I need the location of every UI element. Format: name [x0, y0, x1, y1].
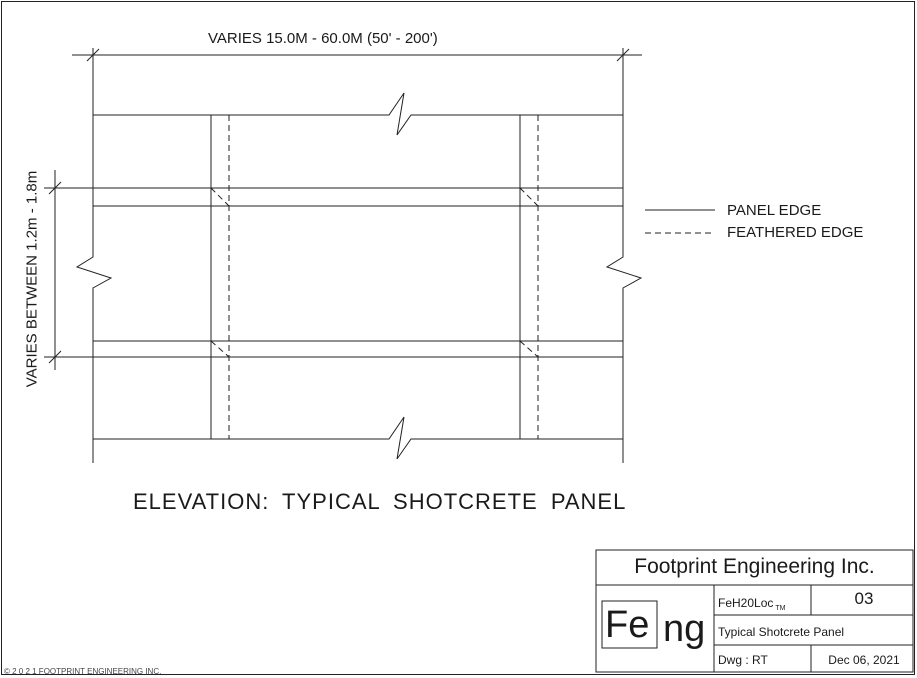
bottom-edge-break-line: [93, 416, 623, 460]
title-block-company: Footprint Engineering Inc.: [634, 555, 875, 578]
product-trademark: TM: [775, 605, 786, 612]
drawing-caption: ELEVATION: TYPICAL SHOTCRETE PANEL: [133, 489, 627, 514]
feathered-corner-bl: [210, 340, 230, 358]
width-dimension-label: VARIES 15.0M - 60.0M (50' - 200'): [208, 30, 438, 47]
copyright-footer: © 2 0 2 1 FOOTPRINT ENGINEERING INC.: [4, 667, 162, 676]
feathered-corner-br: [519, 340, 539, 358]
legend-panel-edge-label: PANEL EDGE: [727, 202, 822, 219]
legend-feathered-edge-label: FEATHERED EDGE: [727, 224, 864, 241]
feathered-corner-tr: [519, 187, 539, 207]
title-block-description: Typical Shotcrete Panel: [718, 625, 845, 639]
title-block-date: Dec 06, 2021: [828, 653, 900, 667]
logo-fe-text: Fe: [605, 604, 650, 646]
left-edge-break-line: [75, 115, 113, 463]
right-edge-break-line: [605, 115, 643, 463]
product-name: FeH20Loc: [718, 596, 774, 610]
logo-fe-box: [601, 600, 658, 649]
title-block-sheet-number: 03: [854, 589, 874, 608]
top-edge-break-line: [93, 92, 623, 136]
logo-ng-text: ng: [663, 608, 706, 650]
feathered-corner-tl: [210, 187, 230, 207]
title-block-frame: [595, 549, 914, 673]
height-dimension-label: VARIES BETWEEN 1.2m - 1.8m: [23, 170, 41, 388]
title-block-drawn-by: Dwg : RT: [718, 653, 768, 667]
